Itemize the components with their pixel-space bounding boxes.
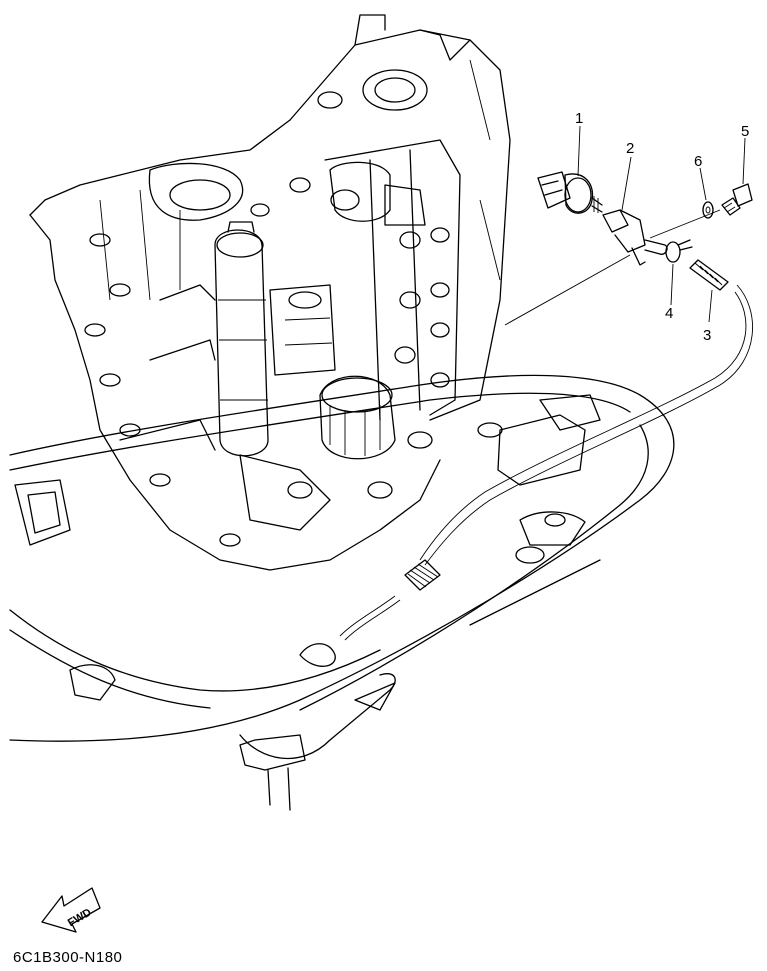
- callout-6: 6: [694, 153, 702, 170]
- fwd-label: FWD: [66, 906, 94, 929]
- washer-part-6: [702, 201, 714, 219]
- pressure-sensor-part-1: [537, 171, 603, 214]
- bottom-cowling: [9, 374, 675, 811]
- callout-2: 2: [626, 140, 634, 157]
- hose-clip-part-4: [665, 239, 693, 263]
- hose-spring-sleeve: [404, 559, 441, 591]
- callout-5: 5: [741, 123, 749, 140]
- hose-fitting-part-2: [602, 209, 668, 266]
- hose-routing: [339, 254, 753, 641]
- fwd-arrow-icon: FWD: [41, 887, 101, 933]
- callout-3: 3: [703, 327, 711, 344]
- drawing-code: 6C1B300-N180: [13, 949, 122, 966]
- bolt-part-5: [721, 183, 753, 216]
- engine-block: [29, 14, 511, 571]
- callout-leaders: [577, 125, 746, 323]
- callout-1: 1: [575, 110, 583, 127]
- callout-4: 4: [665, 305, 673, 322]
- hose-spring-part-3: [689, 259, 729, 291]
